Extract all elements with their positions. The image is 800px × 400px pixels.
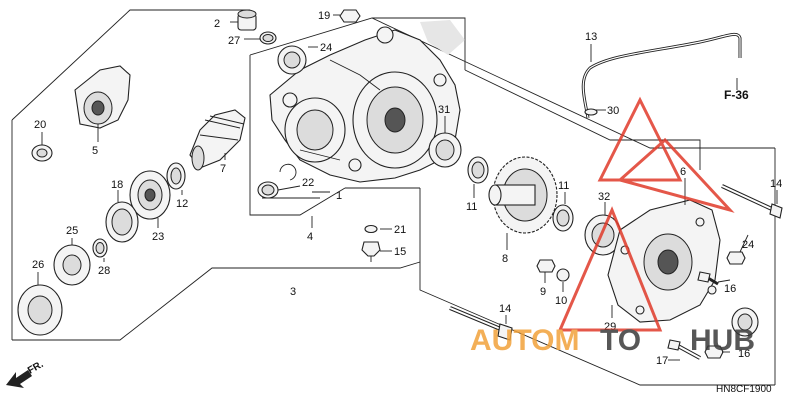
diagram-code: HN8CF1900 [716,384,772,395]
callout-19: 19 [318,10,330,22]
part-seal-29 [731,307,759,337]
part-bolt-15 [361,241,381,262]
part-bearing-holder-26 [17,284,63,336]
part-seal-11-left-inner [471,161,485,179]
callout-5: 5 [92,145,98,157]
callout-30: 30 [607,105,619,117]
part-breather-tube-13 [581,32,742,119]
callout-22: 22 [302,177,314,189]
callout-7: 7 [220,163,226,175]
watermark-text-mid: TO [600,324,641,357]
callout-21: 21 [394,224,406,236]
part-bearing-31 [428,132,462,168]
group-frames [11,9,776,386]
callout-18: 18 [111,179,123,191]
callout-27: 27 [228,35,240,47]
callout-4: 4 [307,231,313,243]
part-bolt-16-b [704,345,724,359]
part-bearing-23 [129,170,171,220]
part-bearing-24-top [277,45,307,75]
part-spacer-12 [166,162,186,190]
part-washer-21 [364,224,378,234]
part-clip-30 [584,108,598,116]
callout-14-bottom: 14 [499,303,511,315]
callout-24-right: 24 [742,239,754,251]
part-nut-20 [31,144,53,162]
callout-24-top: 24 [320,42,332,54]
watermark-text-left: AUTOM [470,324,579,357]
part-bolt-14-top [721,184,783,219]
callout-28: 28 [98,265,110,277]
part-bolt-9 [536,259,556,273]
callout-labels: 1 2 3 4 5 6 7 8 9 10 11 11 12 13 14 14 1… [32,10,782,367]
part-oring-27-inner [262,34,274,42]
callout-16-a: 16 [724,283,736,295]
callout-16-b: 16 [738,348,750,360]
callout-11-left: 11 [466,201,477,213]
part-washer-10 [556,268,570,282]
callout-31: 31 [438,104,450,116]
callout-20: 20 [34,119,46,131]
callout-14-top: 14 [770,178,782,190]
part-pinion-gear-7 [189,109,246,171]
leader-lines [37,14,778,361]
callout-10: 10 [555,295,567,307]
callout-1: 1 [336,190,342,202]
callout-13: 13 [585,31,597,43]
watermark-triangle-icon [557,96,735,332]
callout-25: 25 [66,225,78,237]
callout-8: 8 [502,253,508,265]
part-bolt-17 [667,339,701,360]
part-ring-gear-8 [488,156,558,234]
callout-15: 15 [394,246,406,258]
final-gear-case-housing [269,20,465,183]
part-bolt-16-a [697,271,719,286]
part-plugs-22 [257,163,297,199]
watermark: AUTOM TO HUB [470,96,755,357]
callout-9: 9 [540,286,546,298]
reference-code: F-36 [724,88,749,102]
front-direction-marker: FR. [6,359,46,388]
part-nut-25 [53,244,91,286]
callout-23: 23 [152,231,164,243]
part-oring-28 [92,238,108,258]
front-marker-label: FR. [26,359,46,377]
part-bolt-24-right [726,251,746,265]
callout-6: 6 [680,166,686,178]
callout-32: 32 [598,191,610,203]
callout-3: 3 [290,286,296,298]
callout-2: 2 [214,18,220,30]
part-seal-11-right [552,204,574,232]
part-bolt-14-bottom [449,306,513,341]
watermark-text-right: HUB [690,324,755,357]
callout-12: 12 [176,198,188,210]
part-gear-cover-6 [607,199,721,323]
part-joint-5 [74,65,131,129]
part-cap-2 [237,9,257,31]
part-bearing-18 [105,201,139,243]
callout-26: 26 [32,259,44,271]
callout-17: 17 [656,355,668,367]
callout-11-right: 11 [558,180,569,192]
part-bolt-19 [339,9,361,23]
